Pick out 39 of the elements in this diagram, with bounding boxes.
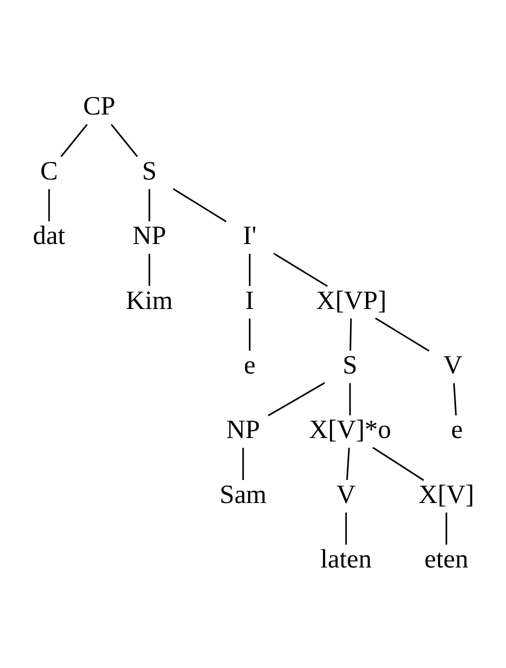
connector [248, 318, 250, 350]
node-text: V [336, 478, 356, 508]
connector [273, 252, 328, 286]
node-text: I' [242, 220, 256, 250]
node-text: e [451, 414, 463, 444]
node-text: C [40, 154, 58, 185]
connector [345, 512, 347, 544]
node-text: V [443, 348, 463, 379]
node-text: I [245, 284, 254, 314]
node-text: laten [320, 542, 372, 573]
connector [60, 123, 88, 157]
connector [172, 188, 227, 222]
node-text: CP [83, 90, 116, 120]
connector [48, 188, 50, 221]
connector [148, 188, 150, 221]
node-text: S [342, 348, 358, 379]
connector [375, 317, 430, 352]
connector [372, 446, 424, 480]
connector [268, 382, 326, 416]
connector [346, 447, 350, 480]
node-text: X[VP] [316, 284, 387, 314]
node-text: NP [226, 414, 260, 444]
node-text: dat [32, 220, 66, 250]
node-text: Kim [126, 284, 173, 314]
connector [446, 512, 448, 544]
node-text: S [142, 154, 157, 185]
node-text: X[V] [418, 478, 474, 508]
connector [349, 382, 351, 415]
node-text: e [244, 348, 256, 379]
connector [148, 253, 150, 286]
connector [248, 253, 250, 286]
connector [242, 447, 244, 480]
node-text: X[V]*o [308, 414, 392, 444]
node-text: eten [424, 542, 468, 573]
connector [350, 318, 352, 350]
connector [453, 382, 457, 415]
connector [110, 123, 138, 157]
node-text: NP [132, 220, 166, 250]
node-text: Sam [220, 478, 267, 508]
